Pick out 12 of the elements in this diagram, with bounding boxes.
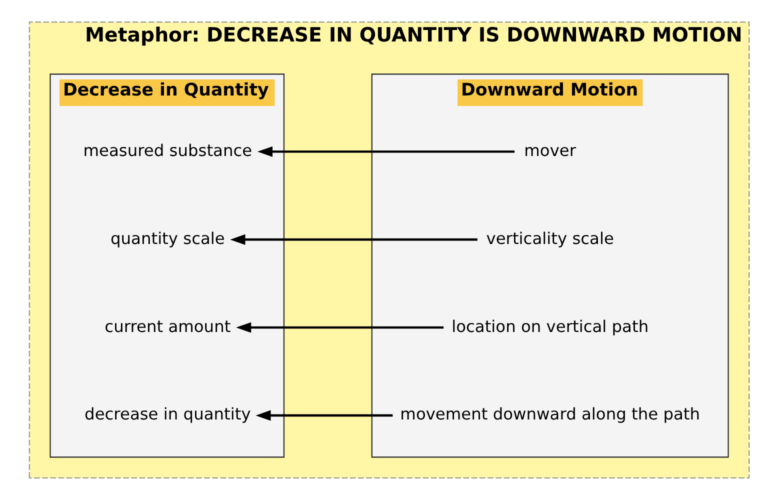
arrow [230, 234, 478, 245]
node-text: decrease in quantity [84, 404, 251, 424]
arrow [236, 322, 444, 333]
arrow [257, 146, 515, 157]
node-text: movement downward along the path [400, 404, 700, 424]
node-text: verticality scale [486, 228, 614, 248]
node-text: current amount [104, 316, 231, 336]
node-text: measured substance [83, 140, 252, 160]
node-text: quantity scale [110, 228, 225, 248]
arrow [256, 410, 393, 421]
node-text: mover [524, 140, 576, 160]
node-text: location on vertical path [452, 316, 649, 336]
